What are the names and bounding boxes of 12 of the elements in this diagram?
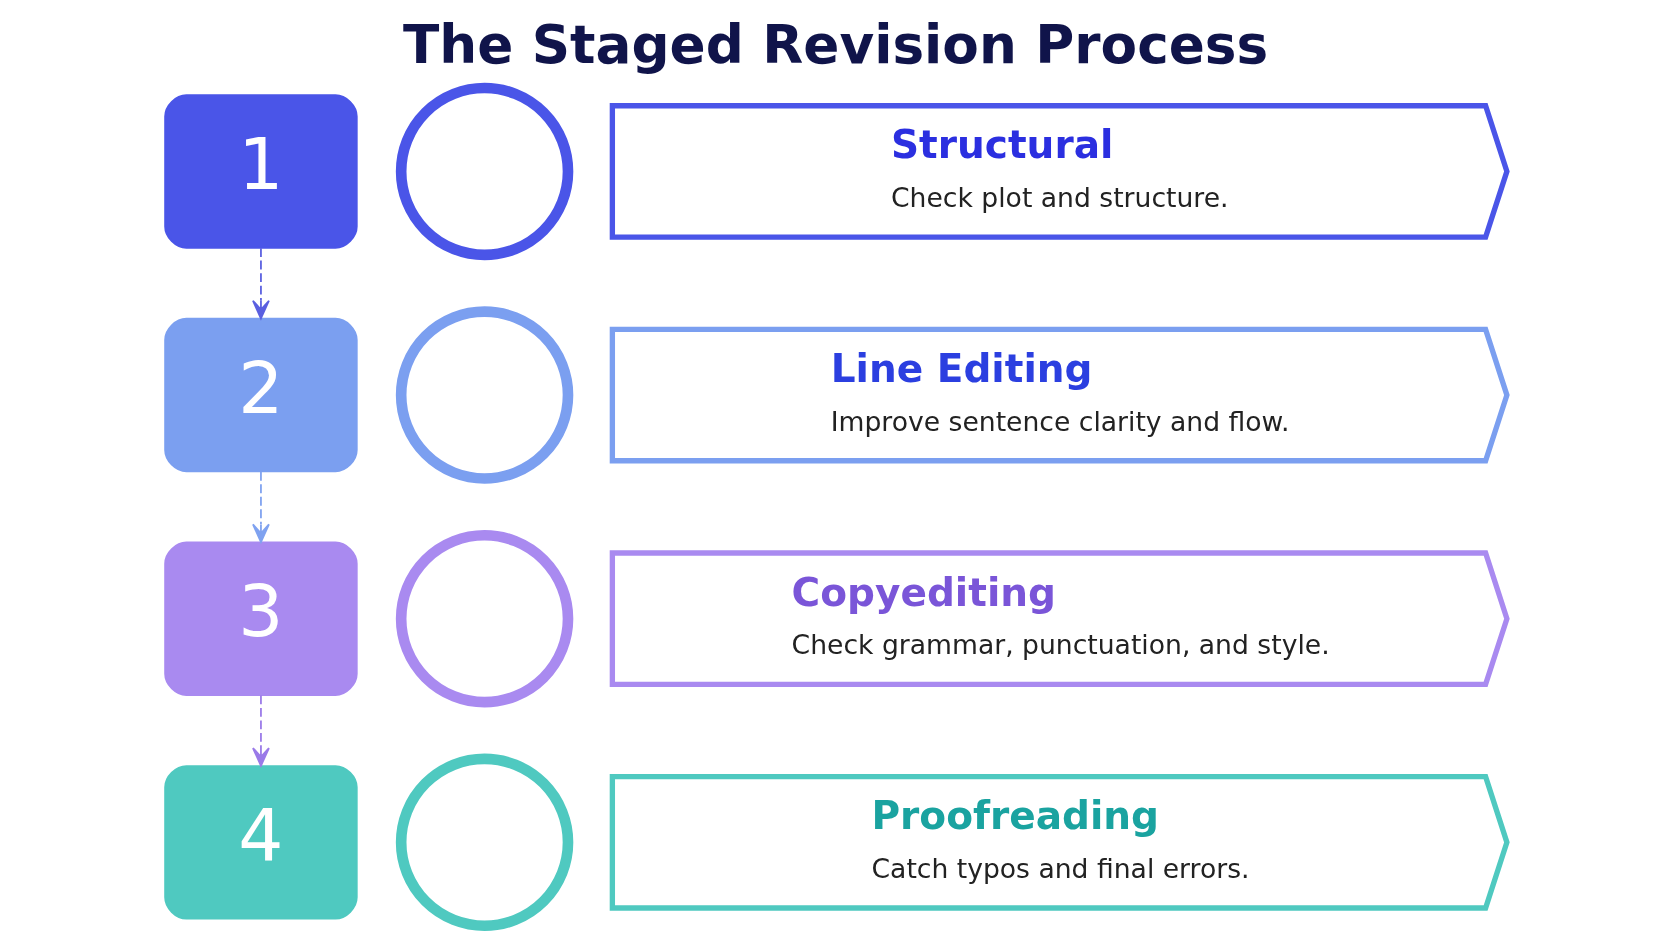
node-circle [395, 306, 574, 484]
node-box: 3 [164, 541, 358, 696]
node-circle [395, 529, 574, 708]
diagram-title: The Staged Revision Process [402, 14, 1269, 77]
node-box: 1 [164, 94, 358, 249]
node-circle [395, 753, 574, 932]
arrow [252, 694, 270, 767]
node-box: 2 [164, 317, 358, 473]
node-circle [395, 82, 574, 261]
node-box: 4 [164, 765, 358, 920]
arrow [252, 247, 270, 320]
arrow [252, 471, 270, 543]
